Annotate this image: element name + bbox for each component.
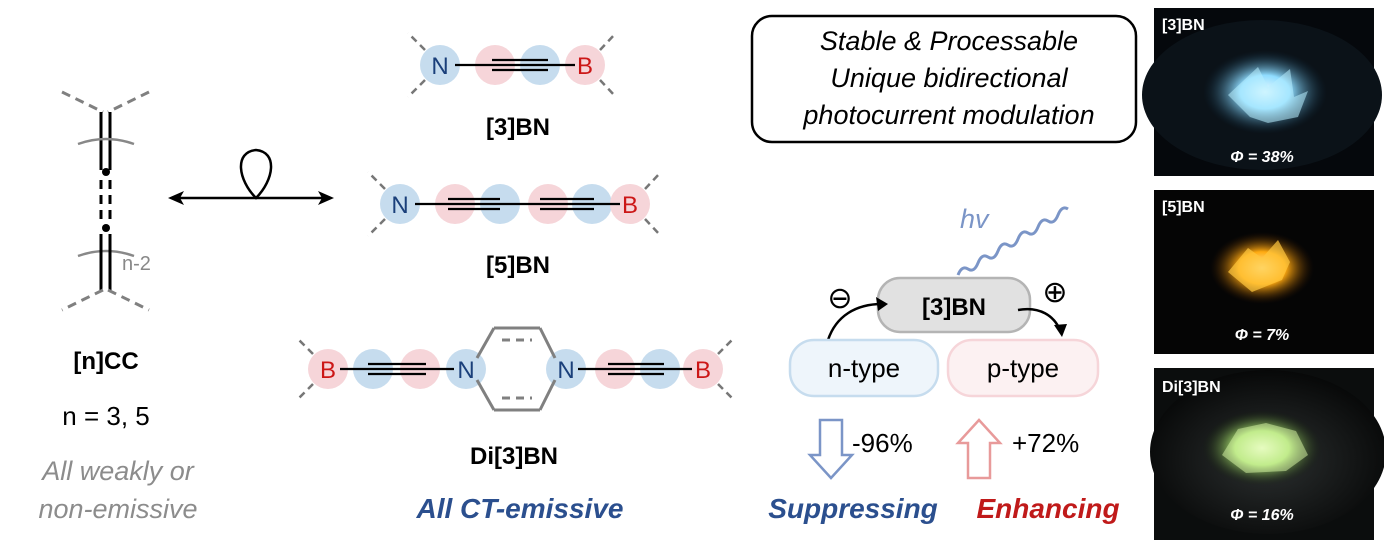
molecule-5bn: N B xyxy=(367,171,662,237)
photo-3bn: [3]BN Φ = 38% xyxy=(1142,8,1382,176)
nitrogen-atom: N xyxy=(391,192,408,219)
carbon-chain-structure: n-2 xyxy=(61,90,151,312)
molecule-5bn-label: [5]BN xyxy=(486,252,550,279)
transformation-arrow xyxy=(168,148,334,205)
carbon-chain-note-line2: non-emissive xyxy=(38,494,197,524)
enhancing-label: Enhancing xyxy=(976,493,1119,524)
ct-emissive-note: All CT-emissive xyxy=(416,493,624,524)
n-type-change: -96% xyxy=(852,428,913,458)
photo-label: [3]BN xyxy=(1162,17,1205,34)
quantum-yield: Φ = 7% xyxy=(1235,327,1290,344)
suppress-arrow-icon xyxy=(807,418,855,480)
plus-charge-icon: ⊕ xyxy=(1042,275,1067,310)
nitrogen-atom: N xyxy=(431,53,448,80)
repeat-count-label: n-2 xyxy=(122,253,151,275)
photo-5bn: [5]BN Φ = 7% xyxy=(1154,190,1374,354)
boron-atom: B xyxy=(320,357,336,384)
carbon-chain-label: [n]CC xyxy=(73,348,138,375)
boron-atom: B xyxy=(577,53,593,80)
n-type-label: n-type xyxy=(828,353,900,383)
n-type-box xyxy=(788,338,940,398)
light-label: hv xyxy=(960,204,990,234)
p-type-box xyxy=(946,338,1100,398)
n-value-label: n = 3, 5 xyxy=(62,401,149,431)
quantum-yield: Φ = 16% xyxy=(1230,507,1293,524)
light-wave-icon xyxy=(956,206,1069,276)
molecule-3bn-label: [3]BN xyxy=(486,114,550,141)
properties-line3: photocurrent modulation xyxy=(802,100,1094,130)
p-type-change: +72% xyxy=(1012,428,1079,458)
p-type-label: p-type xyxy=(987,353,1059,383)
properties-line1: Stable & Processable xyxy=(820,26,1078,56)
enhance-arrow-icon xyxy=(955,418,1003,480)
photo-label: Di[3]BN xyxy=(1162,379,1221,396)
molecule-di3bn-label: Di[3]BN xyxy=(470,443,558,470)
electron-in-arrow xyxy=(826,302,883,341)
boron-atom: B xyxy=(695,357,711,384)
nitrogen-atom: N xyxy=(557,357,574,384)
boron-atom: B xyxy=(622,192,638,219)
molecule-3bn: N B xyxy=(407,32,617,98)
quantum-yield: Φ = 38% xyxy=(1230,149,1293,166)
photo-di3bn: Di[3]BN Φ = 16% xyxy=(1150,368,1384,540)
properties-line2: Unique bidirectional xyxy=(830,63,1068,93)
suppressing-label: Suppressing xyxy=(768,493,938,524)
molecule-di3bn: B N N B xyxy=(296,326,735,412)
nitrogen-atom: N xyxy=(457,357,474,384)
minus-charge-icon: ⊖ xyxy=(827,281,852,316)
carbon-chain-note-line1: All weakly or xyxy=(40,456,195,486)
properties-box xyxy=(750,14,1138,144)
lone-pair-orbital xyxy=(239,148,273,200)
photo-label: [5]BN xyxy=(1162,199,1205,216)
center-material-label: [3]BN xyxy=(922,294,986,321)
